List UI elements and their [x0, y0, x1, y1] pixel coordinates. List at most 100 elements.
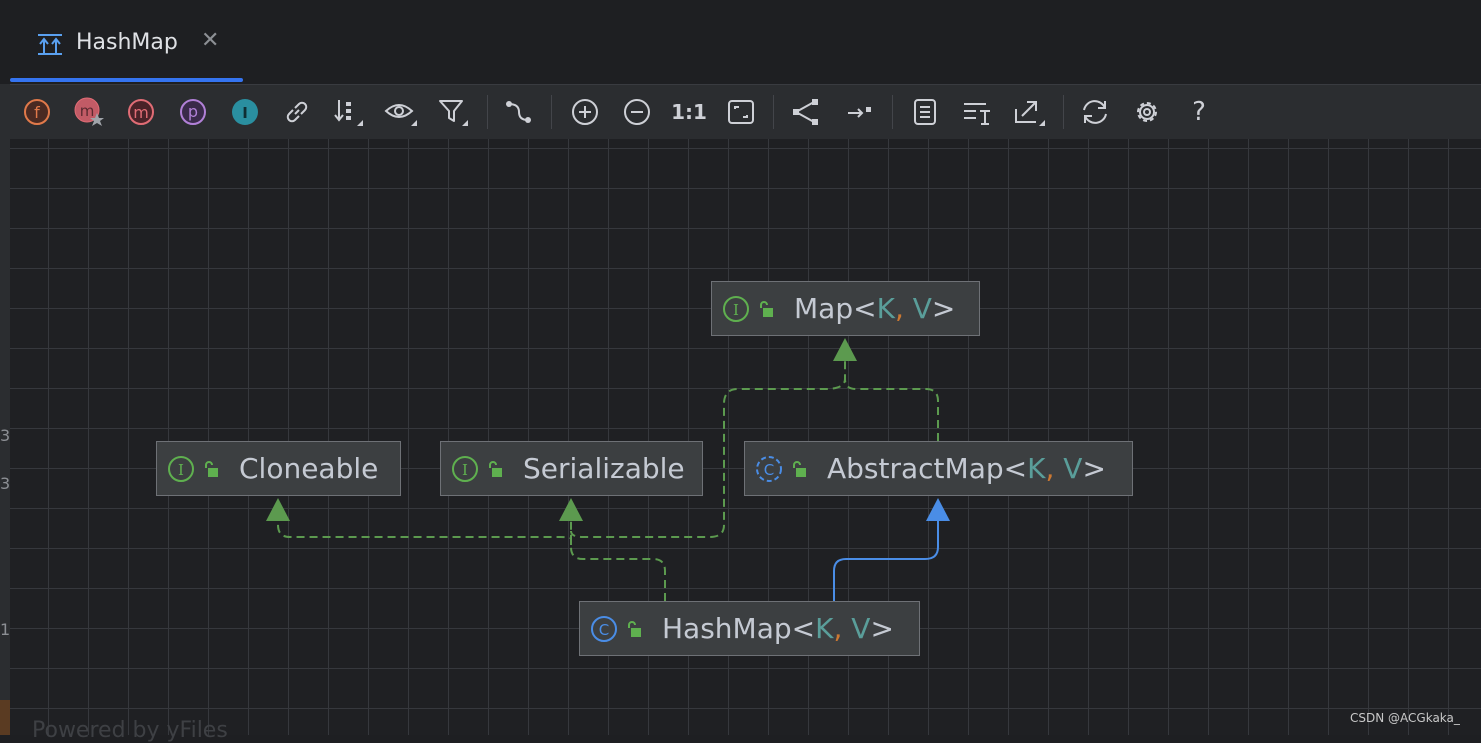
svg-text:I: I [733, 301, 739, 319]
eye-icon [384, 104, 417, 126]
arrowhead-cloneable [266, 498, 290, 521]
node-map[interactable]: I Map<K, V> [711, 281, 980, 336]
diagram-edges [266, 338, 950, 601]
svg-text:m: m [80, 102, 95, 120]
interface-icon: I [452, 455, 478, 482]
node-serializable[interactable]: I Serializable [440, 441, 703, 496]
diagram-toolbar: f m m p I [10, 84, 1481, 139]
powered-by-label: Powered by yFiles [32, 718, 228, 743]
gutter-number: 3 [0, 474, 11, 493]
tab-hashmap[interactable]: HashMap ✕ [10, 18, 243, 82]
svg-text:I: I [462, 461, 468, 479]
sort-icon [334, 100, 363, 126]
watermark: CSDN @ACGkaka_ [1350, 711, 1460, 725]
zoom-in-button[interactable] [567, 94, 603, 130]
actual-size-label: 1:1 [671, 100, 707, 124]
gutter-marker [0, 700, 10, 735]
svg-text:m: m [133, 103, 149, 122]
class-icon: C [591, 615, 617, 642]
tab-label: HashMap [76, 30, 178, 55]
scope-filter-button[interactable] [435, 94, 471, 130]
edge-hashmap-serializable [570, 519, 666, 601]
refresh-button[interactable] [1077, 94, 1113, 130]
arrow-right-icon [848, 107, 871, 118]
gutter-strip [0, 84, 10, 735]
inherited-method-icon: m [74, 97, 104, 126]
method-icon: m [128, 99, 154, 125]
toolbar-separator [487, 95, 488, 129]
sort-order-button[interactable] [331, 94, 367, 130]
svg-text:C: C [599, 621, 609, 639]
zoom-out-button[interactable] [619, 94, 655, 130]
fit-content-button[interactable] [723, 94, 759, 130]
zoom-out-icon [624, 99, 650, 125]
node-abstractmap[interactable]: C AbstractMap<K, V> [744, 441, 1133, 496]
export-diagram-button[interactable] [1011, 94, 1047, 130]
fields-toggle-button[interactable]: f [19, 94, 55, 130]
apply-layout-button[interactable] [841, 94, 877, 130]
copy-diagram-button[interactable] [907, 94, 943, 130]
svg-text:f: f [34, 103, 40, 122]
toolbar-separator [773, 95, 774, 129]
field-icon: f [24, 99, 50, 125]
settings-button[interactable] [1129, 94, 1165, 130]
gear-icon [1137, 102, 1157, 122]
edge-hashmap-cloneable [277, 519, 572, 545]
svg-text:I: I [178, 461, 184, 479]
svg-text:p: p [188, 102, 198, 121]
help-icon: ? [1192, 97, 1206, 127]
export-icon [1015, 101, 1045, 126]
actual-size-button[interactable]: 1:1 [671, 94, 707, 130]
link-icon [286, 101, 308, 123]
show-dependencies-button[interactable] [279, 94, 315, 130]
close-icon[interactable]: ✕ [201, 28, 220, 53]
node-cloneable[interactable]: I Cloneable [156, 441, 401, 496]
node-label: Serializable [523, 452, 685, 485]
toolbar-separator [1063, 95, 1064, 129]
show-edge-labels-button[interactable] [959, 94, 995, 130]
property-icon: p [180, 99, 206, 125]
zoom-in-icon [572, 99, 598, 125]
toolbar-separator [551, 95, 552, 129]
route-icon [506, 101, 531, 123]
svg-text:I: I [242, 104, 248, 122]
fit-icon [728, 100, 754, 124]
interface-icon: I [168, 455, 194, 482]
active-tab-indicator [10, 78, 243, 82]
copy-icon [914, 99, 936, 125]
methods-toggle-button[interactable]: m [123, 94, 159, 130]
text-format-icon [964, 103, 990, 125]
arrowhead-serializable [559, 498, 583, 521]
editor-tab-bar: HashMap ✕ [0, 0, 1481, 84]
layout-icon [793, 99, 818, 125]
node-label: Map<K, V> [794, 292, 956, 325]
help-button[interactable]: ? [1181, 94, 1217, 130]
gutter-number: 3 [0, 426, 11, 445]
public-lock-icon [628, 620, 641, 637]
node-label: Cloneable [239, 452, 379, 485]
svg-text:C: C [764, 461, 774, 479]
inner-class-icon: I [232, 99, 258, 125]
public-lock-icon [205, 460, 218, 477]
inner-classes-toggle-button[interactable]: I [227, 94, 263, 130]
edge-hashmap-abstractmap [833, 519, 939, 601]
node-hashmap[interactable]: C HashMap<K, V> [579, 601, 920, 656]
funnel-icon [439, 100, 468, 126]
properties-toggle-button[interactable]: p [175, 94, 211, 130]
public-lock-icon [489, 460, 502, 477]
inherited-members-toggle-button[interactable]: m [71, 94, 107, 130]
diagram-canvas[interactable]: I Map<K, V> I Cloneable I Serializable [10, 139, 1481, 735]
gutter-number: 1 [0, 620, 11, 639]
interface-icon: I [723, 295, 749, 322]
hierarchy-icon [36, 32, 64, 60]
edge-hashmap-map [570, 378, 846, 545]
visibility-filter-button[interactable] [383, 94, 419, 130]
edge-abstractmap-map [844, 361, 939, 441]
toolbar-separator [892, 95, 893, 129]
node-label: AbstractMap<K, V> [827, 452, 1106, 485]
public-lock-icon [760, 300, 773, 317]
edge-routing-button[interactable] [500, 94, 536, 130]
arrowhead-map [833, 338, 857, 361]
layout-button[interactable] [788, 94, 824, 130]
node-label: HashMap<K, V> [662, 612, 894, 645]
